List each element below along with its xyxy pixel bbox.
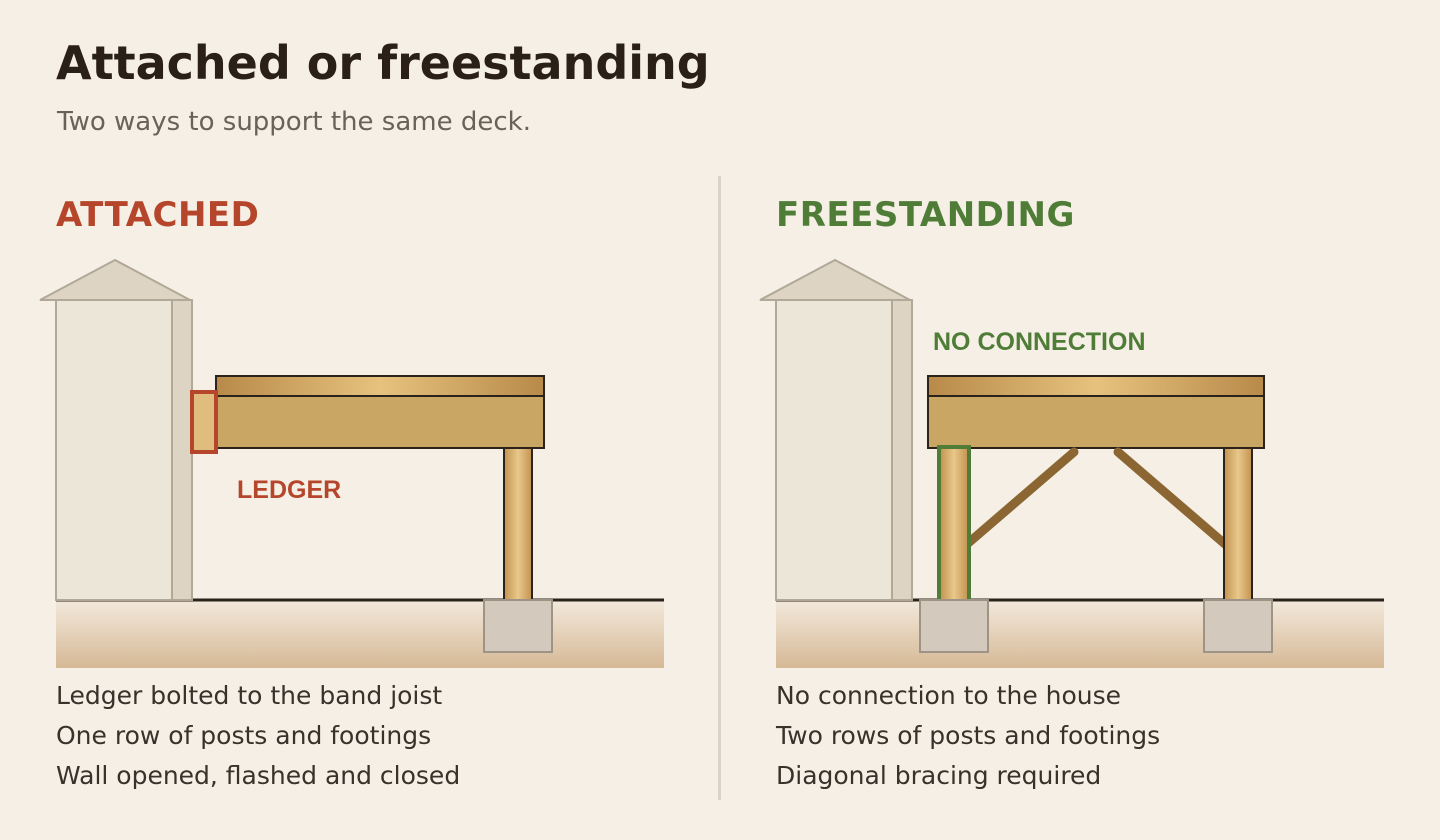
deck-post xyxy=(503,447,533,601)
deck-boards xyxy=(215,375,545,397)
note-item: Two rows of posts and footings xyxy=(776,721,1161,750)
page-subtitle: Two ways to support the same deck. xyxy=(57,107,531,137)
freestanding-heading: FREESTANDING xyxy=(776,195,1075,235)
panel-divider xyxy=(718,176,721,800)
ground xyxy=(56,600,664,668)
house-side-post xyxy=(939,447,969,601)
footing xyxy=(1203,599,1273,653)
ground xyxy=(776,600,1384,668)
house-wall xyxy=(55,299,173,601)
footing xyxy=(919,599,989,653)
diagonal-brace-right xyxy=(1113,447,1231,550)
note-item: Diagonal bracing required xyxy=(776,761,1102,790)
note-item: Ledger bolted to the band joist xyxy=(56,681,443,710)
house-wall xyxy=(775,299,893,601)
house-side xyxy=(891,299,913,601)
attached-notes: Ledger bolted to the band joist One row … xyxy=(56,676,460,796)
house-roof xyxy=(39,258,191,301)
note-item: One row of posts and footings xyxy=(56,721,432,750)
no-connection-label: NO CONNECTION xyxy=(933,328,1146,356)
deck-post xyxy=(1223,447,1253,601)
note-item: No connection to the house xyxy=(776,681,1122,710)
ledger-label: LEDGER xyxy=(237,476,341,504)
page-title: Attached or freestanding xyxy=(56,36,710,90)
deck-joist xyxy=(927,395,1265,449)
footing xyxy=(483,599,553,653)
deck-boards xyxy=(927,375,1265,397)
deck-joist xyxy=(215,395,545,449)
freestanding-diagram: NO CONNECTION xyxy=(759,258,1384,668)
house-roof xyxy=(759,258,911,301)
note-item: Wall opened, flashed and closed xyxy=(56,761,461,790)
attached-heading: ATTACHED xyxy=(56,195,260,235)
diagonal-brace-left xyxy=(961,447,1079,550)
ledger-board xyxy=(190,390,218,454)
freestanding-notes: No connection to the house Two rows of p… xyxy=(776,676,1160,796)
house-side xyxy=(171,299,193,601)
attached-diagram: LEDGER xyxy=(39,258,664,668)
